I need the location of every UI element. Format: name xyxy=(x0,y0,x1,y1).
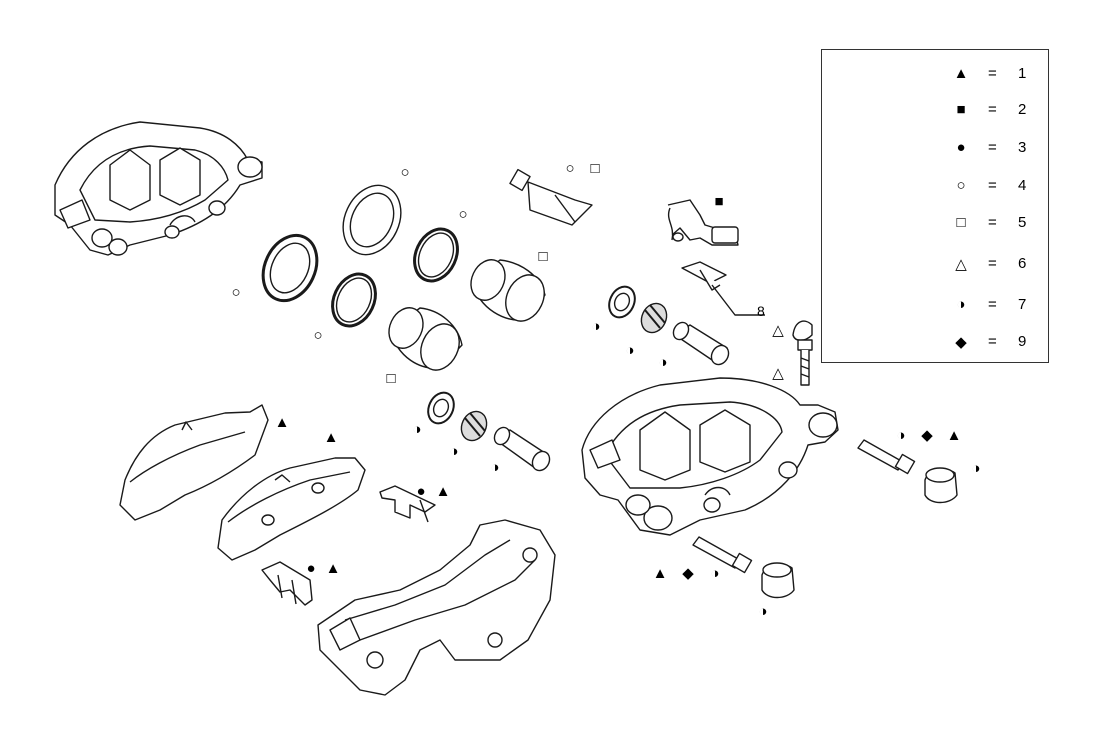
marker-half-2: ◑ xyxy=(625,342,635,359)
callout-label-8: 8 xyxy=(757,303,765,319)
marker-half-10: ◑ xyxy=(758,603,768,620)
marker-sq-open-2: □ xyxy=(538,248,548,265)
marker-half-6: ◑ xyxy=(490,459,500,476)
marker-sq-filled-1: ■ xyxy=(714,193,724,210)
marker-diamond-2: ◆ xyxy=(682,565,694,582)
bleed-cap xyxy=(792,320,813,341)
marker-circ-open-4: ○ xyxy=(313,327,323,344)
legend-symbol: △ xyxy=(955,256,967,273)
brake-pad-left xyxy=(119,404,269,521)
legend-symbol: ○ xyxy=(956,177,966,194)
legend-row: ▲ = 1 xyxy=(952,65,1047,85)
legend-row: △ = 6 xyxy=(952,255,1047,275)
marker-half-3: ◑ xyxy=(658,354,668,371)
piston-right xyxy=(470,259,546,322)
legend-symbol: ◆ xyxy=(955,334,967,351)
legend-equals: = xyxy=(988,296,997,313)
legend-row: ◆ = 9 xyxy=(952,333,1047,353)
legend-number: 1 xyxy=(1018,65,1027,82)
legend-equals: = xyxy=(988,139,997,156)
o-ring-lower xyxy=(331,272,377,328)
legend-number: 7 xyxy=(1018,296,1027,313)
pad-retainer-clip xyxy=(261,561,313,606)
legend-symbol: ● xyxy=(956,139,966,156)
marker-circ-open-2: ○ xyxy=(458,206,468,223)
marker-tri-filled-3: ▲ xyxy=(435,483,451,500)
sensor-clip xyxy=(681,261,727,291)
guide-pin-lower xyxy=(493,426,551,472)
piston-left xyxy=(388,307,463,371)
rubber-bushing-right xyxy=(924,467,958,504)
seal-ring-large xyxy=(342,184,402,256)
legend-row: ■ = 2 xyxy=(952,101,1047,121)
marker-tri-filled-6: ▲ xyxy=(652,565,668,582)
bleed-screw xyxy=(797,339,813,386)
marker-half-4: ◑ xyxy=(412,421,422,438)
legend-symbol: □ xyxy=(956,214,966,231)
marker-circ-open-1: ○ xyxy=(400,164,410,181)
marker-tri-filled-5: ▲ xyxy=(946,427,962,444)
bushing-upper-1 xyxy=(608,285,636,319)
legend-equals: = xyxy=(988,214,997,231)
marker-diamond-1: ◆ xyxy=(921,427,933,444)
pad-spring-clip xyxy=(379,485,436,523)
marker-sq-open-3: □ xyxy=(386,370,396,387)
legend-equals: = xyxy=(988,101,997,118)
wear-sensor xyxy=(667,199,739,246)
marker-sq-open-1: □ xyxy=(590,160,600,177)
marker-half-9: ◑ xyxy=(710,565,720,582)
caliper-housing-main xyxy=(581,377,839,536)
grease-tube xyxy=(509,168,593,226)
legend-equals: = xyxy=(988,177,997,194)
marker-circ-open-3: ○ xyxy=(231,284,241,301)
legend-equals: = xyxy=(988,65,997,82)
rubber-bushing-lower xyxy=(761,562,795,599)
legend-equals: = xyxy=(988,255,997,272)
caliper-carrier xyxy=(317,519,556,696)
o-ring-upper xyxy=(413,227,459,283)
marker-circ-open-5: ○ xyxy=(565,160,575,177)
marker-half-5: ◑ xyxy=(449,443,459,460)
bushing-upper-2 xyxy=(640,302,668,334)
legend-row: ● = 3 xyxy=(952,139,1047,159)
legend-symbol: ▲ xyxy=(953,65,969,82)
legend-number: 2 xyxy=(1018,101,1027,118)
callout-line xyxy=(711,284,765,316)
legend-number: 9 xyxy=(1018,333,1027,350)
marker-tri-filled-4: ▲ xyxy=(325,560,341,577)
seal-ring-left xyxy=(261,233,319,303)
legend-row: ◑ = 7 xyxy=(952,296,1047,316)
marker-tri-filled-2: ▲ xyxy=(323,429,339,446)
marker-circ-filled-1: ● xyxy=(416,483,426,500)
marker-tri-open-2: △ xyxy=(772,365,784,382)
legend-number: 5 xyxy=(1018,214,1027,231)
legend-symbol: ◑ xyxy=(956,296,966,313)
marker-circ-filled-2: ● xyxy=(306,560,316,577)
bushing-lower-1 xyxy=(427,391,455,425)
legend-number: 3 xyxy=(1018,139,1027,156)
marker-half-7: ◑ xyxy=(896,427,906,444)
guide-bolt-lower xyxy=(692,536,753,574)
legend-equals: = xyxy=(988,333,997,350)
marker-half-1: ◑ xyxy=(591,318,601,335)
marker-tri-open-1: △ xyxy=(772,322,784,339)
legend-row: □ = 5 xyxy=(952,214,1047,234)
marker-tri-filled-1: ▲ xyxy=(274,414,290,431)
marker-half-8: ◑ xyxy=(971,460,981,477)
legend-number: 4 xyxy=(1018,177,1027,194)
legend-row: ○ = 4 xyxy=(952,177,1047,197)
brake-pad-right xyxy=(217,457,366,561)
guide-pin-upper xyxy=(672,321,730,366)
legend-symbol: ■ xyxy=(956,101,966,118)
legend-number: 6 xyxy=(1018,255,1027,272)
legend: ▲ = 1 ■ = 2 ● = 3 ○ = 4 □ = 5 △ = 6 ◑ = … xyxy=(821,49,1049,363)
bushing-lower-2 xyxy=(460,410,488,442)
guide-bolt-right xyxy=(857,439,916,475)
caliper-assembly-small xyxy=(54,121,263,256)
